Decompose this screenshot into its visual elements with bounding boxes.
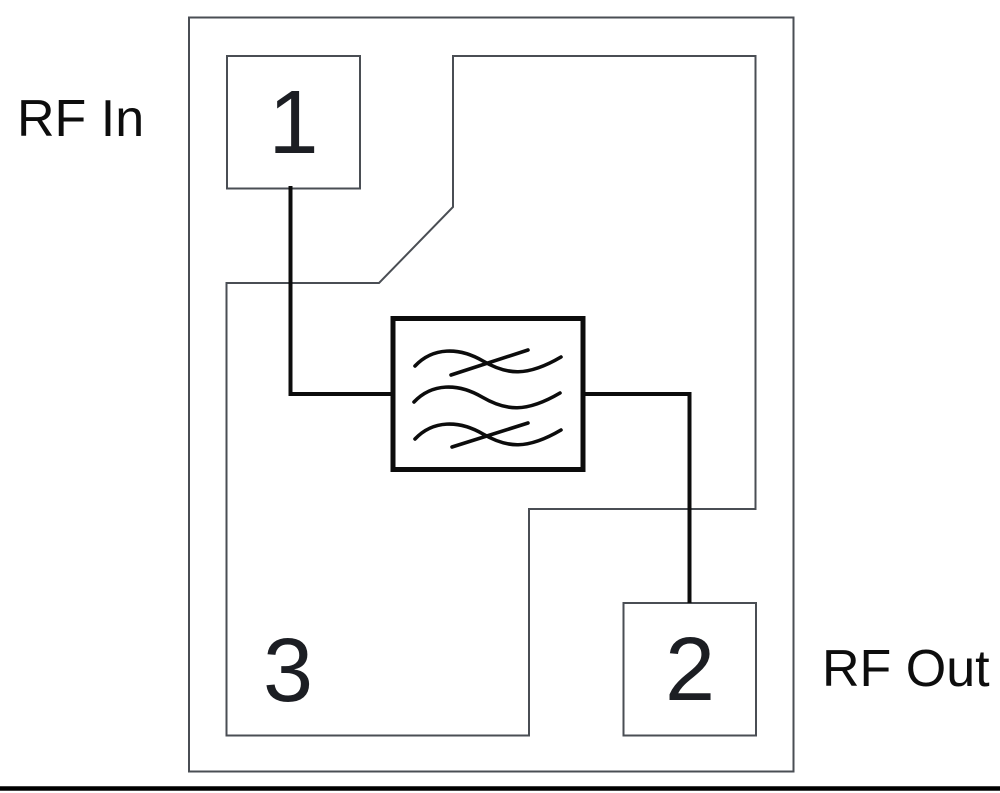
rf-out-trace	[583, 392, 692, 603]
filter-wave-top-strike	[449, 348, 530, 377]
rf-out-label: RF Out	[822, 640, 990, 698]
port2-number: 2	[664, 620, 716, 720]
rf-in-trace	[288, 186, 393, 396]
filter-wave-middle	[412, 385, 562, 410]
port1-number: 1	[268, 73, 319, 173]
filter-wave-bottom-strike	[450, 421, 530, 449]
filter-wave-top	[413, 349, 563, 374]
port1-box	[226, 55, 361, 190]
bandpass-filter-icon	[412, 348, 563, 449]
outer-boundary	[188, 16, 795, 773]
ground-region-outline	[225, 55, 757, 737]
port3-number: 3	[262, 620, 314, 721]
port2-box	[622, 602, 757, 737]
filter-wave-bottom	[413, 422, 563, 447]
rf-in-label: RF In	[17, 90, 145, 148]
